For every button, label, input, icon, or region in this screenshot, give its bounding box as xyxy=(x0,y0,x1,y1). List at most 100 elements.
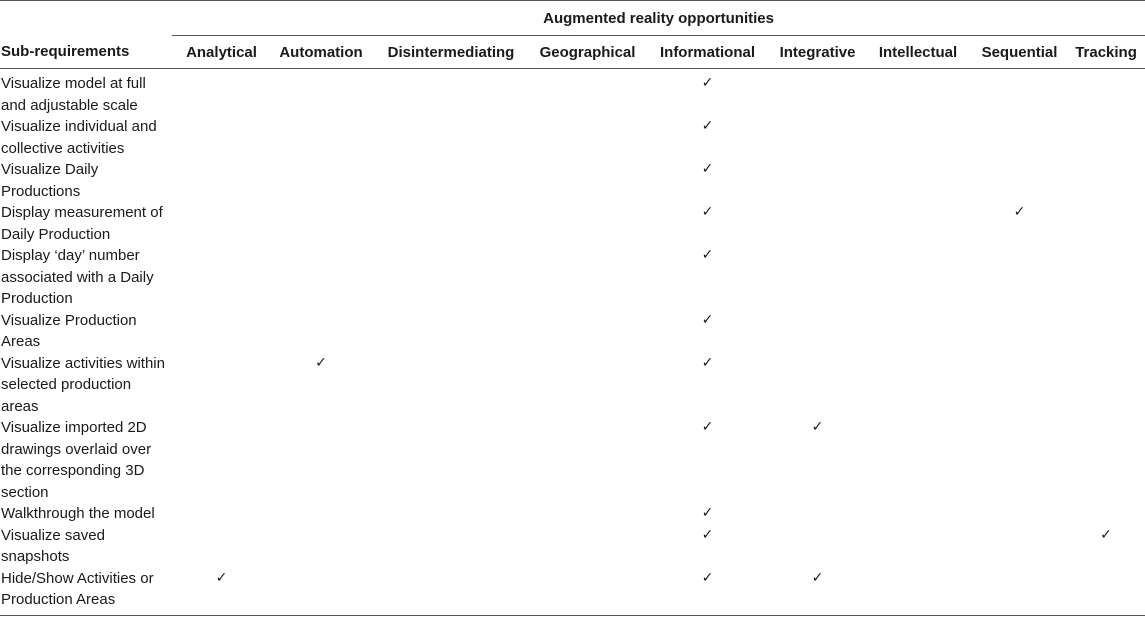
requirement-cell: Visualize imported 2D drawings overlaid … xyxy=(1,419,152,501)
empty-cell xyxy=(371,69,531,117)
column-header-analytical: Analytical xyxy=(172,35,271,69)
empty-cell xyxy=(864,503,972,525)
empty-cell xyxy=(172,525,271,568)
empty-cell xyxy=(1067,116,1145,159)
checkmark-icon: ✓ xyxy=(644,567,771,616)
table-row: Hide/Show Activities or Production Areas… xyxy=(0,567,1145,616)
empty-cell xyxy=(864,310,972,353)
empty-cell xyxy=(271,310,371,353)
checkmark-icon: ✓ xyxy=(771,567,864,616)
empty-cell xyxy=(531,353,644,418)
column-header-sub-requirements: Sub-requirements xyxy=(0,35,172,69)
requirement-cell: Visualize activities within selected pro… xyxy=(1,354,165,415)
table-body: Visualize model at full and adjustable s… xyxy=(0,69,1145,616)
empty-cell xyxy=(771,202,864,245)
empty-cell xyxy=(371,503,531,525)
header-spacer xyxy=(0,0,172,36)
empty-cell xyxy=(371,116,531,159)
empty-cell xyxy=(771,159,864,202)
empty-cell xyxy=(864,245,972,310)
checkmark-icon: ✓ xyxy=(315,354,327,371)
empty-cell xyxy=(371,567,531,616)
checkmark-icon: ✓ xyxy=(701,75,714,91)
empty-cell xyxy=(172,245,271,310)
empty-cell xyxy=(972,310,1067,353)
table-row: Visualize Production Areas✓ xyxy=(0,310,1145,353)
empty-cell xyxy=(531,417,644,503)
empty-cell xyxy=(531,69,644,117)
requirement-cell: Visualize Production Areas xyxy=(1,311,137,351)
checkmark-icon: ✓ xyxy=(701,419,714,435)
empty-cell xyxy=(271,69,371,117)
table-row: Visualize Daily Productions ✓ xyxy=(0,159,1145,202)
empty-cell xyxy=(864,116,972,159)
empty-cell xyxy=(972,353,1067,418)
empty-cell xyxy=(864,353,972,418)
empty-cell xyxy=(271,525,371,568)
empty-cell xyxy=(371,245,531,310)
empty-cell xyxy=(531,245,644,310)
table-row: Display measurement of Daily Production✓… xyxy=(0,202,1145,245)
empty-cell xyxy=(172,503,271,525)
empty-cell xyxy=(771,353,864,418)
empty-cell xyxy=(371,353,531,418)
empty-cell xyxy=(531,503,644,525)
empty-cell xyxy=(1067,567,1145,616)
empty-cell xyxy=(972,116,1067,159)
empty-cell xyxy=(371,202,531,245)
table-row: Visualize individual and collective acti… xyxy=(0,116,1145,159)
column-header-automation: Automation xyxy=(271,35,371,69)
empty-cell xyxy=(371,159,531,202)
empty-cell xyxy=(271,202,371,245)
empty-cell xyxy=(271,567,371,616)
requirement-cell: Hide/Show Activities or Production Areas xyxy=(0,567,172,616)
empty-cell xyxy=(172,202,271,245)
empty-cell xyxy=(771,245,864,310)
table-row: Visualize model at full and adjustable s… xyxy=(0,69,1145,117)
empty-cell xyxy=(972,245,1067,310)
empty-cell xyxy=(271,245,371,310)
column-header-integrative: Integrative xyxy=(771,35,864,69)
empty-cell xyxy=(172,159,271,202)
table-row: Display ‘day’ number associated with a D… xyxy=(0,245,1145,310)
column-header-sequential: Sequential xyxy=(972,35,1067,69)
requirement-cell: Visualize individual and collective acti… xyxy=(1,118,157,157)
group-header-row: Augmented reality opportunities xyxy=(0,0,1145,36)
table-row: Visualize saved snapshots✓✓ xyxy=(0,525,1145,568)
empty-cell xyxy=(172,310,271,353)
empty-cell xyxy=(172,417,271,503)
column-header-intellectual: Intellectual xyxy=(864,35,972,69)
checkmark-icon: ✓ xyxy=(701,505,714,521)
table-row: Walkthrough the model✓ xyxy=(0,503,1145,525)
requirement-cell: Display measurement of Daily Production xyxy=(1,204,163,243)
empty-cell xyxy=(864,159,972,202)
checkmark-icon: ✓ xyxy=(701,354,714,371)
empty-cell xyxy=(972,69,1067,117)
empty-cell xyxy=(271,159,371,202)
empty-cell xyxy=(864,567,972,616)
column-header-tracking: Tracking xyxy=(1067,35,1145,69)
empty-cell xyxy=(771,503,864,525)
empty-cell xyxy=(1067,159,1145,202)
column-header-disintermediating: Disintermediating xyxy=(371,35,531,69)
empty-cell xyxy=(531,116,644,159)
empty-cell xyxy=(1067,417,1145,503)
empty-cell xyxy=(531,567,644,616)
empty-cell xyxy=(371,525,531,568)
checkmark-icon: ✓ xyxy=(701,247,714,263)
empty-cell xyxy=(864,69,972,117)
empty-cell xyxy=(864,202,972,245)
empty-cell xyxy=(531,202,644,245)
empty-cell xyxy=(1067,69,1145,117)
empty-cell xyxy=(531,310,644,353)
requirement-cell: Visualize saved snapshots xyxy=(1,526,105,566)
checkmark-icon: ✓ xyxy=(701,161,714,177)
empty-cell xyxy=(864,417,972,503)
requirement-cell: Visualize Daily Productions xyxy=(1,161,99,200)
empty-cell xyxy=(771,310,864,353)
empty-cell xyxy=(172,353,271,418)
empty-cell xyxy=(271,417,371,503)
